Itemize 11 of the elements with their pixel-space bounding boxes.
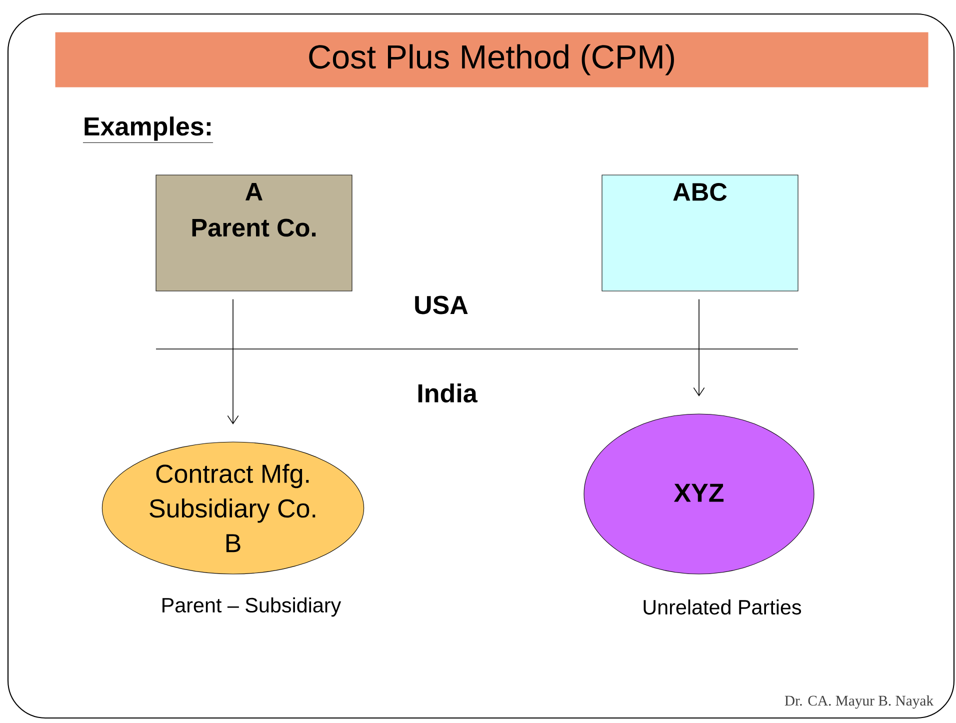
heading: Examples: — [82, 116, 214, 143]
region-label: USA — [415, 296, 468, 314]
node-label: Parent – Subsidiary — [162, 597, 342, 617]
entity-box: A Parent Co. — [156, 174, 352, 292]
entity-box: ABC — [602, 174, 798, 292]
arrow — [693, 298, 705, 396]
node-label: Unrelated Parties — [644, 599, 802, 615]
region-label: India — [418, 383, 478, 403]
author-credit: Dr. CA. Mayur B. Nayak — [784, 695, 934, 709]
title-banner: Cost Plus Method (CPM) — [55, 32, 928, 88]
arrow — [227, 298, 239, 424]
